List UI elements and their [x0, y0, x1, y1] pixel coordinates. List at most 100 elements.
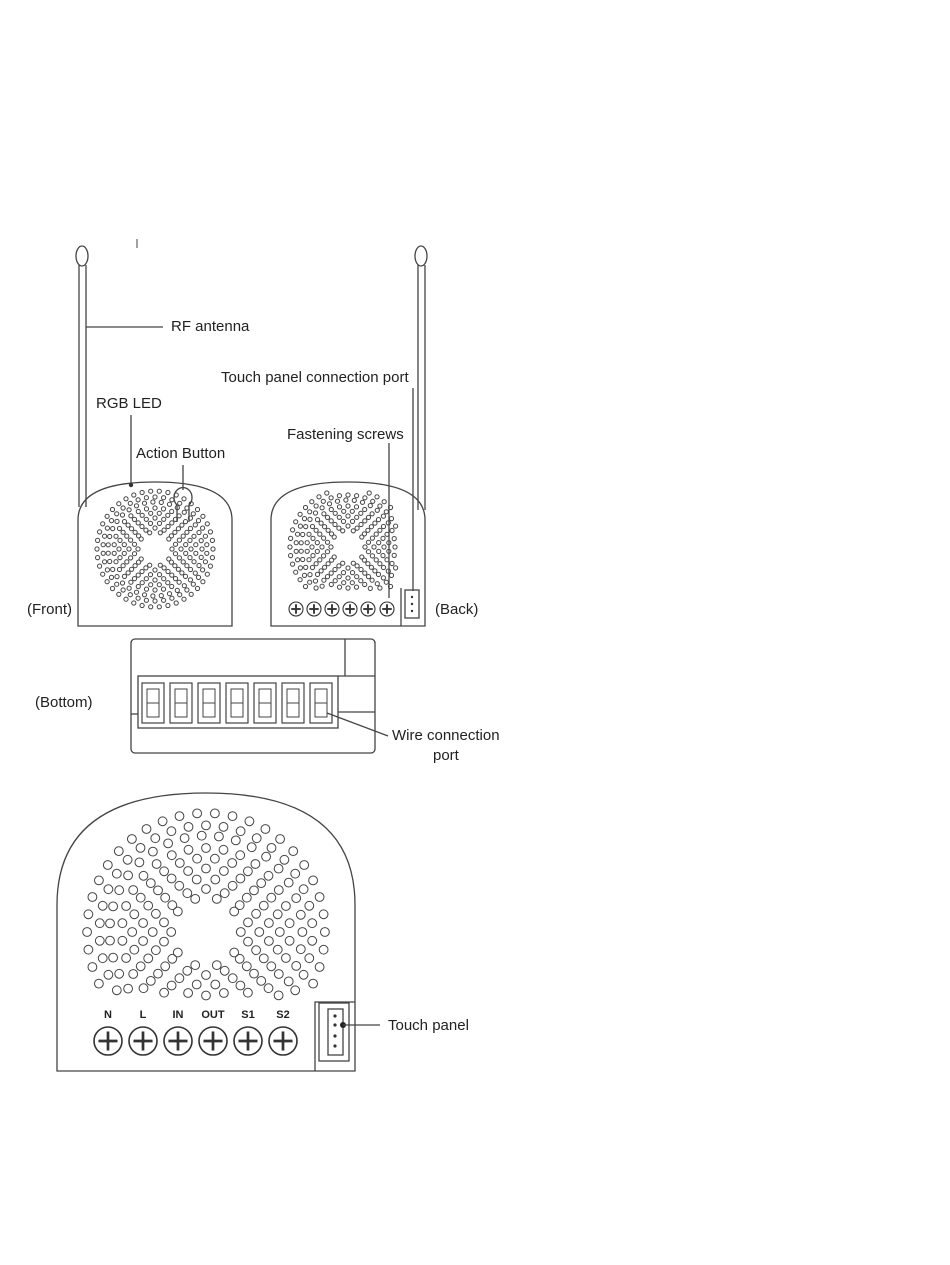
vent-hole [323, 565, 327, 569]
vent-hole [322, 578, 326, 582]
vent-hole [382, 500, 386, 504]
vent-hole [375, 495, 379, 499]
vent-hole [201, 514, 205, 518]
vent-hole [322, 512, 326, 516]
vent-hole [149, 511, 153, 515]
vent-hole [296, 532, 300, 536]
vent-hole [105, 514, 109, 518]
vent-hole [326, 528, 330, 532]
vent-hole [320, 506, 324, 510]
vent-hole [194, 551, 198, 555]
vent-hole [192, 875, 201, 884]
vent-hole [285, 936, 294, 945]
vent-hole [360, 500, 364, 504]
vent-hole [112, 869, 121, 878]
vent-hole [161, 587, 165, 591]
vent-hole [139, 871, 148, 880]
screw [129, 1027, 157, 1055]
vent-hole [191, 512, 195, 516]
vent-hole [315, 518, 319, 522]
vent-hole [370, 536, 374, 540]
vent-hole [393, 545, 397, 549]
vent-hole [84, 945, 93, 954]
vent-hole [308, 936, 317, 945]
vent-hole [257, 977, 266, 986]
vent-hole [294, 549, 298, 553]
vent-hole [122, 543, 126, 547]
vent-hole [115, 512, 119, 516]
vent-hole [366, 528, 370, 532]
vent-hole [130, 527, 134, 531]
vent-hole [146, 879, 155, 888]
vent-hole [309, 979, 318, 988]
back-antenna [415, 246, 427, 510]
vent-hole [104, 885, 113, 894]
vent-hole [109, 575, 113, 579]
vent-hole [128, 501, 132, 505]
vent-hole [329, 582, 333, 586]
vent-hole [184, 845, 193, 854]
vent-hole [381, 514, 385, 518]
vent-hole [307, 558, 311, 562]
terminal-slot [142, 683, 164, 723]
vent-hole [267, 893, 276, 902]
terminal-labels: N L IN OUT S1 S2 [104, 1009, 290, 1021]
vent-hole [394, 566, 398, 570]
vent-hole [152, 909, 161, 918]
vent-hole [394, 524, 398, 528]
vent-hole [105, 568, 109, 572]
vent-hole [322, 554, 326, 558]
vent-hole [350, 509, 354, 513]
vent-hole [315, 893, 324, 902]
bottom-label: (Bottom) [35, 694, 93, 711]
vent-hole [292, 962, 301, 971]
vent-hole [160, 937, 169, 946]
fastening-screws-label: Fastening screws [287, 426, 404, 443]
vent-hole [202, 864, 211, 873]
vent-hole [128, 928, 137, 937]
vent-hole [302, 573, 306, 577]
vent-hole [160, 988, 169, 997]
vent-hole [369, 565, 373, 569]
vent-hole [124, 497, 128, 501]
rgb-led [129, 483, 133, 487]
vent-hole [205, 551, 209, 555]
vent-hole [333, 579, 337, 583]
vent-hole [366, 562, 370, 566]
vent-hole [341, 519, 345, 523]
vent-hole [154, 969, 163, 978]
vent-hole [325, 575, 329, 579]
terminal-slot [310, 683, 332, 723]
screw [307, 602, 321, 616]
large-touch-port [319, 1003, 349, 1061]
vent-hole [294, 541, 298, 545]
vent-hole [84, 910, 93, 919]
vent-hole [219, 823, 228, 832]
vent-hole [298, 512, 302, 516]
vent-hole [289, 536, 293, 540]
vent-hole [282, 954, 291, 963]
vent-hole [144, 587, 148, 591]
vent-hole [389, 517, 393, 521]
vent-hole [305, 954, 314, 963]
vent-hole [167, 827, 176, 836]
vent-hole [153, 578, 157, 582]
vent-hole [130, 567, 134, 571]
vent-hole [144, 496, 148, 500]
vent-hole [274, 886, 283, 895]
bottom-view: (Bottom) Wire connection port [35, 639, 500, 764]
large-vent-holes [83, 809, 330, 1000]
vent-hole [127, 586, 131, 590]
vent-hole [153, 568, 157, 572]
vent-hole [337, 575, 341, 579]
vent-hole [136, 893, 145, 902]
vent-hole [261, 825, 270, 834]
vent-hole [136, 596, 140, 600]
vent-hole [366, 550, 370, 554]
vent-hole [381, 524, 385, 528]
vent-hole [378, 504, 382, 508]
vent-hole [310, 524, 314, 528]
vent-hole [319, 521, 323, 525]
vent-hole [300, 861, 309, 870]
vent-hole [106, 936, 115, 945]
